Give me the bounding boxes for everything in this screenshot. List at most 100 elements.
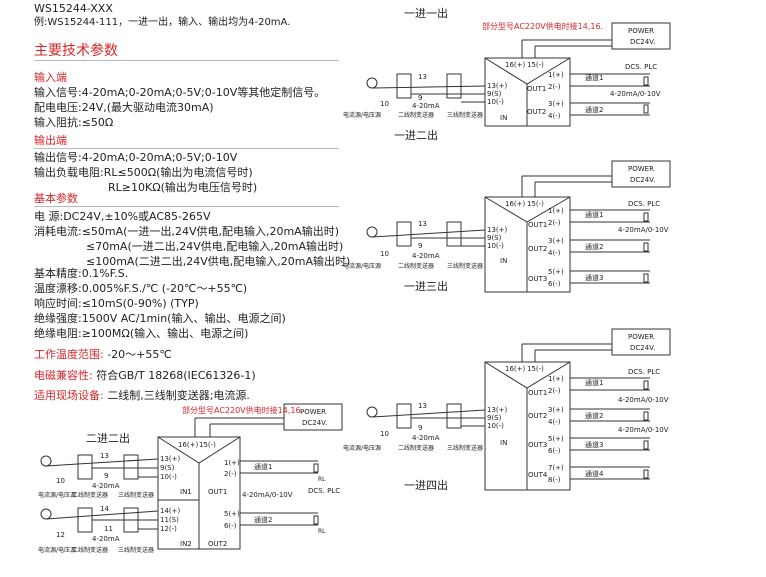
terminal: 10(-) (487, 98, 504, 106)
power-box (611, 328, 671, 356)
pin: 9 (418, 424, 422, 432)
out-label: OUT2 (528, 412, 547, 420)
pin: 10 (380, 250, 389, 258)
terminal: 12(-) (160, 525, 177, 533)
temp-label: 工作温度范围: (34, 348, 104, 361)
three-wire-label: 三线制变送器 (447, 111, 483, 119)
pin: 12 (56, 531, 65, 539)
in-signal: 4-20mA (92, 482, 120, 490)
out-signal: 4-20mA/0-10V (242, 491, 293, 499)
source-icon (366, 406, 378, 418)
terminal: 15(-) (527, 365, 544, 373)
terminal: 15(-) (527, 200, 544, 208)
terminal: 9(S) (487, 90, 502, 98)
pin: 13 (418, 220, 427, 228)
channel-label: 通道4 (585, 469, 604, 478)
channel-label: 通道1 (585, 210, 603, 219)
temp-range: 工作温度范围: -20～+55℃ (34, 348, 172, 361)
two-wire-transmitter-icon (396, 403, 412, 429)
basic-line: 响应时间:≤10mS(0-90%) (TYP) (34, 297, 199, 310)
in-signal: 4-20mA (412, 434, 440, 442)
in-label: IN1 (180, 488, 192, 496)
out-label: OUT4 (528, 471, 548, 479)
out-label: OUT1 (528, 221, 547, 229)
channel-label: 通道1 (585, 73, 603, 82)
diagram-title: 一进四出 (404, 478, 448, 492)
in-label: IN (500, 257, 507, 265)
terminal: 2(-) (548, 387, 561, 395)
in-label: IN (500, 439, 507, 447)
source-label: 电流源/电压源 (38, 491, 76, 499)
in-signal: 4-20mA (92, 535, 120, 543)
terminal: 15(-) (199, 441, 216, 449)
terminal: 16(+) (505, 61, 526, 69)
dcs-label: DCS. PLC (628, 200, 660, 208)
basic-line: 绝缘强度:1500V AC/1min(输入、输出、电源之间) (34, 312, 286, 325)
channel-label: 通道2 (585, 242, 603, 251)
in-label: IN (500, 114, 507, 122)
terminal: 10(-) (160, 473, 177, 481)
ac-note: 部分型号AC220V供电时接14,16. (182, 405, 303, 415)
output-heading: 输出端 (34, 134, 67, 147)
terminal: 13(+) (487, 406, 508, 414)
basic-line: ≤100mA(二进二出,24V供电,配电输入,20mA输出时) (86, 255, 351, 268)
divider (34, 206, 339, 207)
two-wire-transmitter-icon (77, 507, 93, 533)
out-signal: 4-20mA/0-10V (618, 426, 669, 434)
terminal: 5(+) (224, 510, 240, 518)
terminal: 1(+) (548, 375, 564, 383)
terminal: 6(-) (548, 447, 561, 455)
terminal: 4(-) (548, 112, 561, 120)
out-label: OUT3 (528, 275, 547, 283)
three-wire-transmitter-icon (446, 403, 462, 429)
terminal: 3(+) (548, 406, 564, 414)
temp-value: -20～+55℃ (107, 348, 172, 361)
three-wire-label: 三线制变送器 (118, 491, 154, 499)
out-signal: 4-20mA/0-10V (618, 226, 669, 234)
terminal: 2(-) (224, 470, 237, 478)
terminal: 2(-) (548, 219, 561, 227)
model-example: 例:WS15244-111，一进一出，输入、输出均为4-20mA. (34, 17, 291, 28)
source-label: 电流源/电压源 (343, 111, 381, 119)
out-signal: 4-20mA/0-10V (618, 396, 669, 404)
pin: 11 (104, 525, 113, 533)
site-value: 二线制,三线制变送器;电流源. (107, 389, 250, 402)
terminal: 4(-) (548, 418, 561, 426)
divider (34, 148, 339, 149)
basic-line: 电 源:DC24V,±10%或AC85-265V (34, 210, 211, 223)
spec-title: 主要技术参数 (34, 43, 118, 59)
basic-line: 基本精度:0.1%F.S. (34, 267, 129, 280)
channel-label: 通道3 (585, 273, 603, 282)
power-label: POWER (300, 408, 326, 416)
out-signal: 4-20mA/0-10V (610, 90, 661, 98)
power-box (611, 160, 671, 188)
terminal: 14(+) (160, 507, 181, 515)
source-label: 电流源/电压源 (343, 262, 381, 270)
pin: 9 (104, 472, 108, 480)
two-wire-label: 二线制变送器 (398, 444, 434, 452)
terminal: 16(+) (505, 200, 526, 208)
three-wire-transmitter-icon (446, 221, 462, 247)
channel-label: 通道2 (585, 411, 603, 420)
out-label: OUT1 (528, 389, 547, 397)
pin: 14 (100, 505, 109, 513)
basic-line: 绝缘电阻:≥100MΩ(输入、输出、电源之间) (34, 327, 249, 340)
basic-line: ≤70mA(一进二出,24V供电,配电输入,20mA输出时) (86, 240, 344, 253)
terminal: 3(+) (548, 100, 564, 108)
power-box (611, 22, 671, 50)
terminal: 9(S) (160, 464, 175, 472)
channel-label: 通道1 (254, 462, 272, 471)
pin: 9 (418, 94, 422, 102)
terminal: 9(S) (487, 234, 502, 242)
diagram-1in4out: POWER DC24V. 16(+) 15(-) 13(+) 9(S) 10(-… (343, 328, 671, 492)
two-wire-transmitter-icon (77, 454, 93, 480)
out-label: OUT2 (208, 540, 227, 548)
diagram-title: 一进二出 (394, 128, 438, 142)
out-label: OUT3 (528, 441, 547, 449)
dcs-label: DCS. PLC (625, 63, 657, 71)
basic-line: 温度漂移:0.005%F.S./℃ (-20℃～+55℃) (34, 282, 248, 295)
dc24-label: DC24V. (630, 38, 655, 46)
channel-label: 通道2 (254, 515, 272, 524)
rl-label: RL (318, 528, 326, 535)
pin: 10 (380, 100, 389, 108)
